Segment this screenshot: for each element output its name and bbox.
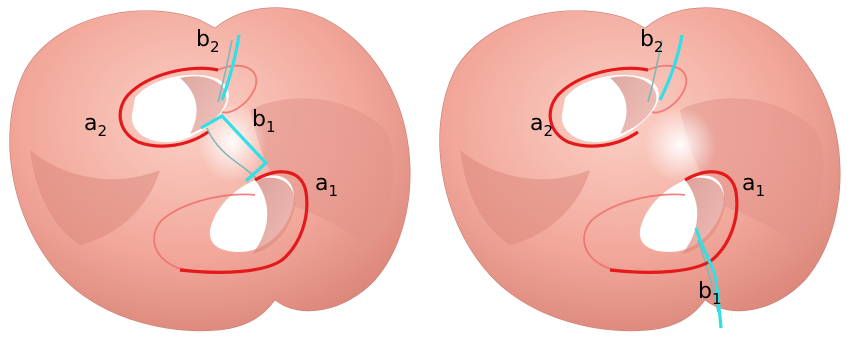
right-panel: a2 b2 a1 b1 bbox=[440, 8, 841, 331]
left-panel: a2 b2 b1 a1 bbox=[10, 8, 411, 331]
